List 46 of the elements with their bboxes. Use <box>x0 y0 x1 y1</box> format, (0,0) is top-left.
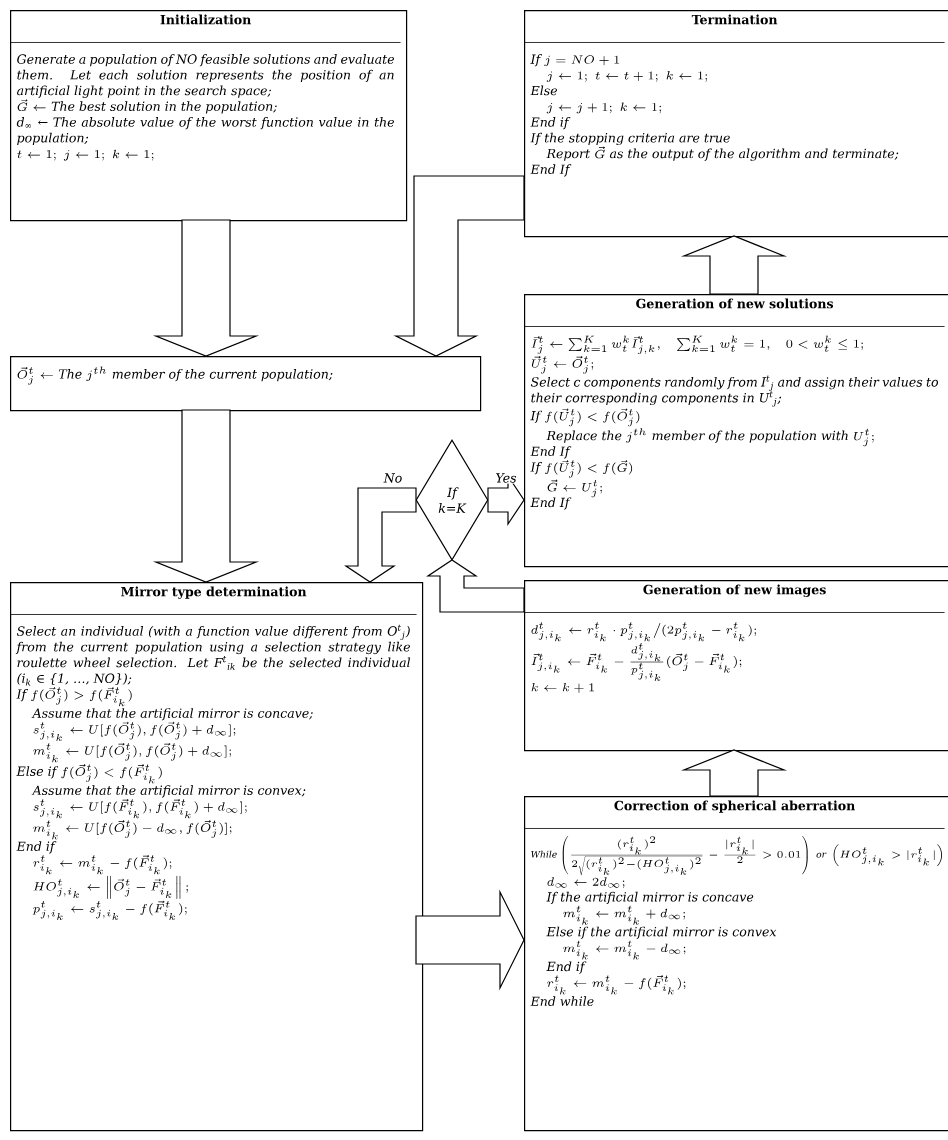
formula: $\vec{U}^t_j \leftarrow \vec{O}^t_j;$ <box>531 355 594 374</box>
formula: $d^t_{j,i_k} \leftarrow r^t_{i_k} \cdot p^t_{j,i_k} \big/ (2p^t_{j,i_k} - r^t_{i_k});$ <box>531 622 756 642</box>
hollow-arrow <box>152 409 260 583</box>
hollow-arrow <box>426 559 525 613</box>
titled-box <box>10 582 424 1132</box>
formula: $d_{\infty} \leftarrow 2d_{\infty};$ <box>547 877 625 888</box>
hollow-arrow <box>152 219 260 357</box>
formula: $\textit{If } j=NO+1$ <box>530 54 620 67</box>
formula: $k \leftarrow k+1$ <box>531 682 594 693</box>
hollow-arrow <box>393 175 525 357</box>
hollow-arrow <box>415 889 525 991</box>
titled-box <box>524 580 948 752</box>
formula: $\vec{I}^t_{j,i_k} \leftarrow \vec{F}^t_{i_k} - \frac{d^t_{j,i_k}}{p^t_{j,i_k}} (\vec{O}^t_j - \vec{F}^t_{i_k});$ <box>531 643 742 682</box>
formula: $m^t_{i_k} \leftarrow m^t_{i_k} + d_{\infty};$ <box>563 905 685 925</box>
formula: $s^t_{j,i_k} \leftarrow U[f(\vec{F}^t_{i_k}), f(\vec{F}^t_{i_k}) + d_{\infty}];$ <box>33 798 247 819</box>
formula: $\textit{While} \left( \frac{(r^t_{i_k})^2}{2\sqrt{(r^t_{i_k})^2 - (HO^t_{j,i_k})^2}} - \frac{|r^t_{i_k}|}{2} > 0.01 \right) \textit{ or } \left( HO^t_{j,i_k} > |r^t_{i_k}| \right)$ <box>531 835 942 876</box>
formula: $r^t_{i_k} \leftarrow m^t_{i_k} - f(\vec{F}^t_{i_k});$ <box>547 975 686 995</box>
hollow-arrow <box>344 487 417 583</box>
hollow-arrow <box>680 235 788 295</box>
formula: $\textit{Else if } f(\vec{O}^t_j) < f(\vec{F}^t_{i_k})$ <box>16 764 162 784</box>
titled-box <box>10 10 408 222</box>
process-box <box>10 356 482 412</box>
hollow-arrow <box>680 749 788 797</box>
formula: $\textit{If } f(\vec{O}^t_j) > f(\vec{F}^t_{i_k})$ <box>16 686 132 707</box>
formula: $j \leftarrow j+1;\; k \leftarrow 1;$ <box>546 102 661 114</box>
formula: $m^t_{i_k} \leftarrow U[f(\vec{O}^t_j) - d_{\infty}, f(\vec{O}^t_j)];$ <box>33 820 232 840</box>
formula: $HO^t_{j,i_k} \leftarrow \left\| \vec{O}^t_j - \vec{F}^t_{i_k} \right\|;$ <box>33 875 188 900</box>
titled-box <box>524 294 948 568</box>
formula: $t \leftarrow 1;\; j \leftarrow 1;\; k \leftarrow 1;$ <box>17 149 154 161</box>
formula: $\textit{If } f(\vec{U}^t_j) < f(\vec{O}^t_j)$ <box>530 408 640 427</box>
formula: $\vec{G} \leftarrow \textit{The best solution in the population;}$ <box>17 99 277 114</box>
formula: $\textit{Replace the } j^{th} \textit{ member of the population with } U^t_j;$ <box>546 428 874 447</box>
formula: $m^t_{i_k} \leftarrow m^t_{i_k} - d_{\infty};$ <box>563 940 686 960</box>
titled-box <box>524 796 948 1132</box>
titled-box <box>524 10 948 238</box>
formula: $\vec{O}^t_j \leftarrow \textit{The } j^{th} \textit{ member of the current population;}$ <box>17 366 333 385</box>
formula: $m^t_{i_k} \leftarrow U[f(\vec{O}^t_j), f(\vec{O}^t_j) + d_{\infty}];$ <box>33 742 231 763</box>
formula: $\textit{If } f(\vec{U}^t_j) < f(\vec{G})$ <box>530 459 633 478</box>
formula: $\vec{G} \leftarrow U^t_j;$ <box>547 479 602 498</box>
formula: $j \leftarrow 1;\; t \leftarrow t+1;\; k \leftarrow 1;$ <box>546 71 707 82</box>
decision-diamond <box>415 439 489 561</box>
formula: $\textit{Report } \vec{G} \textit{ as the output of the algorithm and terminate;}$ <box>546 146 899 161</box>
formula: $r^t_{i_k} \leftarrow m^t_{i_k} - f(\vec{F}^t_{i_k});$ <box>33 854 172 875</box>
formula: $s^t_{j,i_k} \leftarrow U[f(\vec{O}^t_j), f(\vec{O}^t_j) + d_{\infty}];$ <box>33 721 236 742</box>
formula: $p^t_{j,i_k} \leftarrow s^t_{j,i_k} - f(\vec{F}^t_{i_k});$ <box>32 900 187 920</box>
formula: $\vec{I}^t_j \leftarrow \sum_{k=1}^{K} w^k_t \vec{I}^t_{j,k},\quad \sum_{k=1}^{K} w^k_t = 1,\quad 0 < w^k_t \le 1;$ <box>531 335 863 354</box>
